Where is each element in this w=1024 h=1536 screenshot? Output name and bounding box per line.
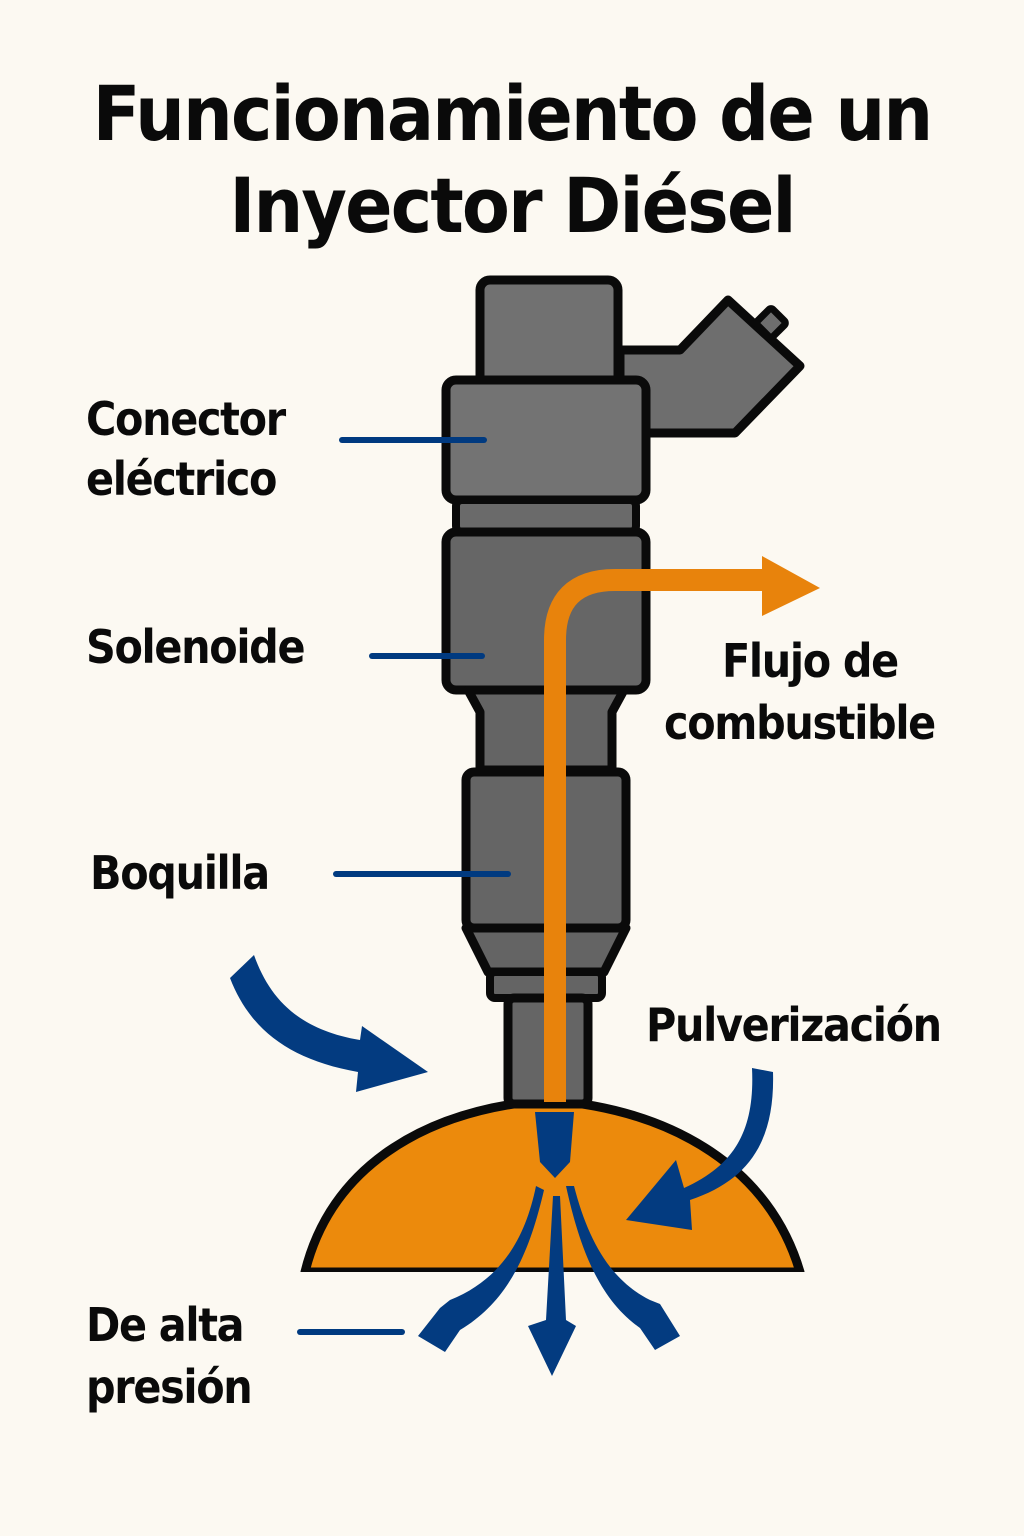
connector-label-line-2: eléctrico — [86, 452, 277, 506]
spray-arrows-icon — [418, 1186, 680, 1376]
high-pressure-label-line-2: presión — [86, 1360, 253, 1414]
solenoid-label: Solenoide — [86, 620, 306, 674]
leader-lines — [297, 437, 511, 1335]
nozzle-label: Boquilla — [90, 846, 270, 900]
electrical-connector — [441, 275, 805, 536]
page-title-line-1: Funcionamiento de un — [92, 69, 933, 158]
page-title-line-2: Inyector Diésel — [229, 161, 796, 250]
connector-label-line-1: Conector — [86, 392, 286, 446]
right-curved-arrow-icon — [626, 1068, 774, 1230]
left-curved-arrow-icon — [230, 955, 428, 1092]
spray-label: Pulverización — [646, 998, 942, 1052]
fuel-flow-label-line-2: combustible — [664, 696, 936, 750]
fuel-flow-arrow-icon — [544, 556, 820, 1102]
high-pressure-label-line-1: De alta — [86, 1298, 245, 1352]
fuel-flow-label-line-1: Flujo de — [722, 634, 899, 688]
spray-tip — [535, 1112, 574, 1178]
